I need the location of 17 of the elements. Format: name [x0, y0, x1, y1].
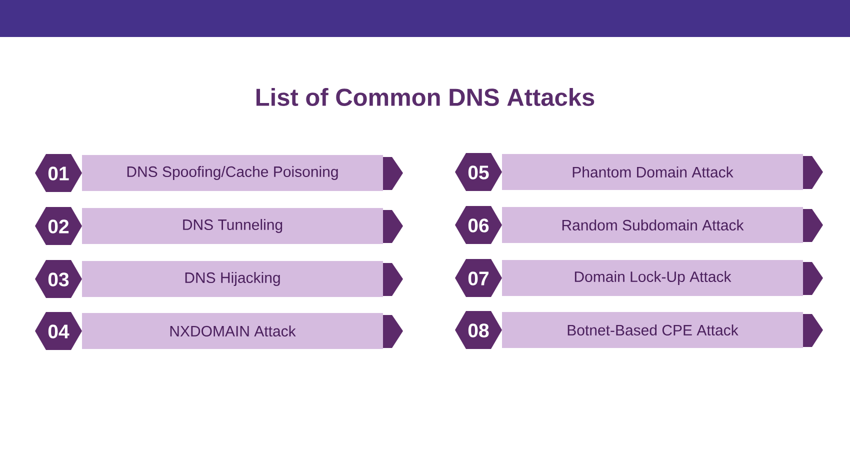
number-badge: 03 [35, 260, 82, 298]
item-band: Botnet-Based CPE Attack [502, 312, 824, 348]
item-band: NXDOMAIN Attack [82, 313, 403, 349]
number-badge: 04 [35, 312, 82, 350]
item-band: DNS Tunneling [82, 208, 403, 244]
number-badge: 06 [455, 206, 502, 244]
item-band: Phantom Domain Attack [502, 154, 824, 190]
number-badge: 08 [455, 311, 502, 349]
title: List of Common DNS Attacks [256, 88, 594, 106]
item-band: DNS Spoofing/Cache Poisoning [82, 155, 403, 191]
item-band: Random Subdomain Attack [502, 207, 824, 243]
number-badge: 07 [455, 259, 502, 297]
number-badge: 02 [35, 207, 82, 245]
item-band: DNS Hijacking [82, 261, 403, 297]
number-badge: 01 [35, 154, 82, 192]
number-badge: 05 [455, 153, 502, 191]
item-band: Domain Lock-Up Attack [502, 260, 824, 296]
